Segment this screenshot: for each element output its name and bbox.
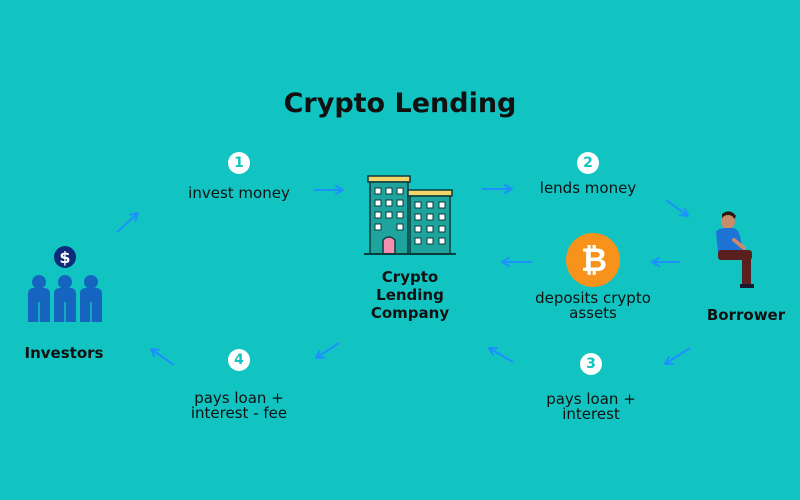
step-4-badge: 4 xyxy=(228,349,250,371)
arrow-company-to-step4 xyxy=(315,342,340,359)
collateral-label: deposits crypto assets xyxy=(518,291,668,321)
step-3-badge: 3 xyxy=(580,353,602,375)
borrower-icon xyxy=(716,211,754,288)
bitcoin-icon: ₿ xyxy=(566,233,620,287)
step-2-badge: 2 xyxy=(577,152,599,174)
step-4-label-line-1: pays loan + xyxy=(194,389,284,407)
collateral-label-line-1: deposits crypto xyxy=(535,289,651,307)
investors-label: Investors xyxy=(24,344,104,362)
step-3-label-line-2: interest xyxy=(562,405,620,423)
arrow-step2-to-borrower xyxy=(665,199,689,217)
step-2-label: lends money xyxy=(539,179,637,197)
step-4-label: pays loan + interest - fee xyxy=(174,391,304,421)
arrow-step4-to-investors xyxy=(150,348,175,366)
diagram-title: Crypto Lending xyxy=(283,88,517,119)
company-label: Crypto Lending Company xyxy=(350,268,470,322)
dollar-badge: $ xyxy=(59,248,70,267)
company-label-line-2: Lending xyxy=(376,286,444,304)
borrower-label: Borrower xyxy=(706,306,786,324)
step-1-badge: 1 xyxy=(228,152,250,174)
bitcoin-symbol: ₿ xyxy=(581,241,607,279)
step-3-label-line-1: pays loan + xyxy=(546,390,636,408)
step-4-label-line-2: interest - fee xyxy=(190,404,288,422)
arrow-step3-to-company xyxy=(488,347,514,363)
company-label-line-3: Company xyxy=(370,304,450,322)
step-3-label: pays loan + interest xyxy=(531,392,651,422)
arrow-investors-to-step1 xyxy=(116,212,139,233)
step-1-label: invest money xyxy=(188,184,290,202)
company-label-line-1: Crypto xyxy=(381,268,439,286)
building-icon xyxy=(364,175,456,255)
investors-icon: $ xyxy=(28,246,102,322)
arrow-borrower-to-step3 xyxy=(664,347,691,365)
collateral-label-line-2: assets xyxy=(569,304,617,322)
